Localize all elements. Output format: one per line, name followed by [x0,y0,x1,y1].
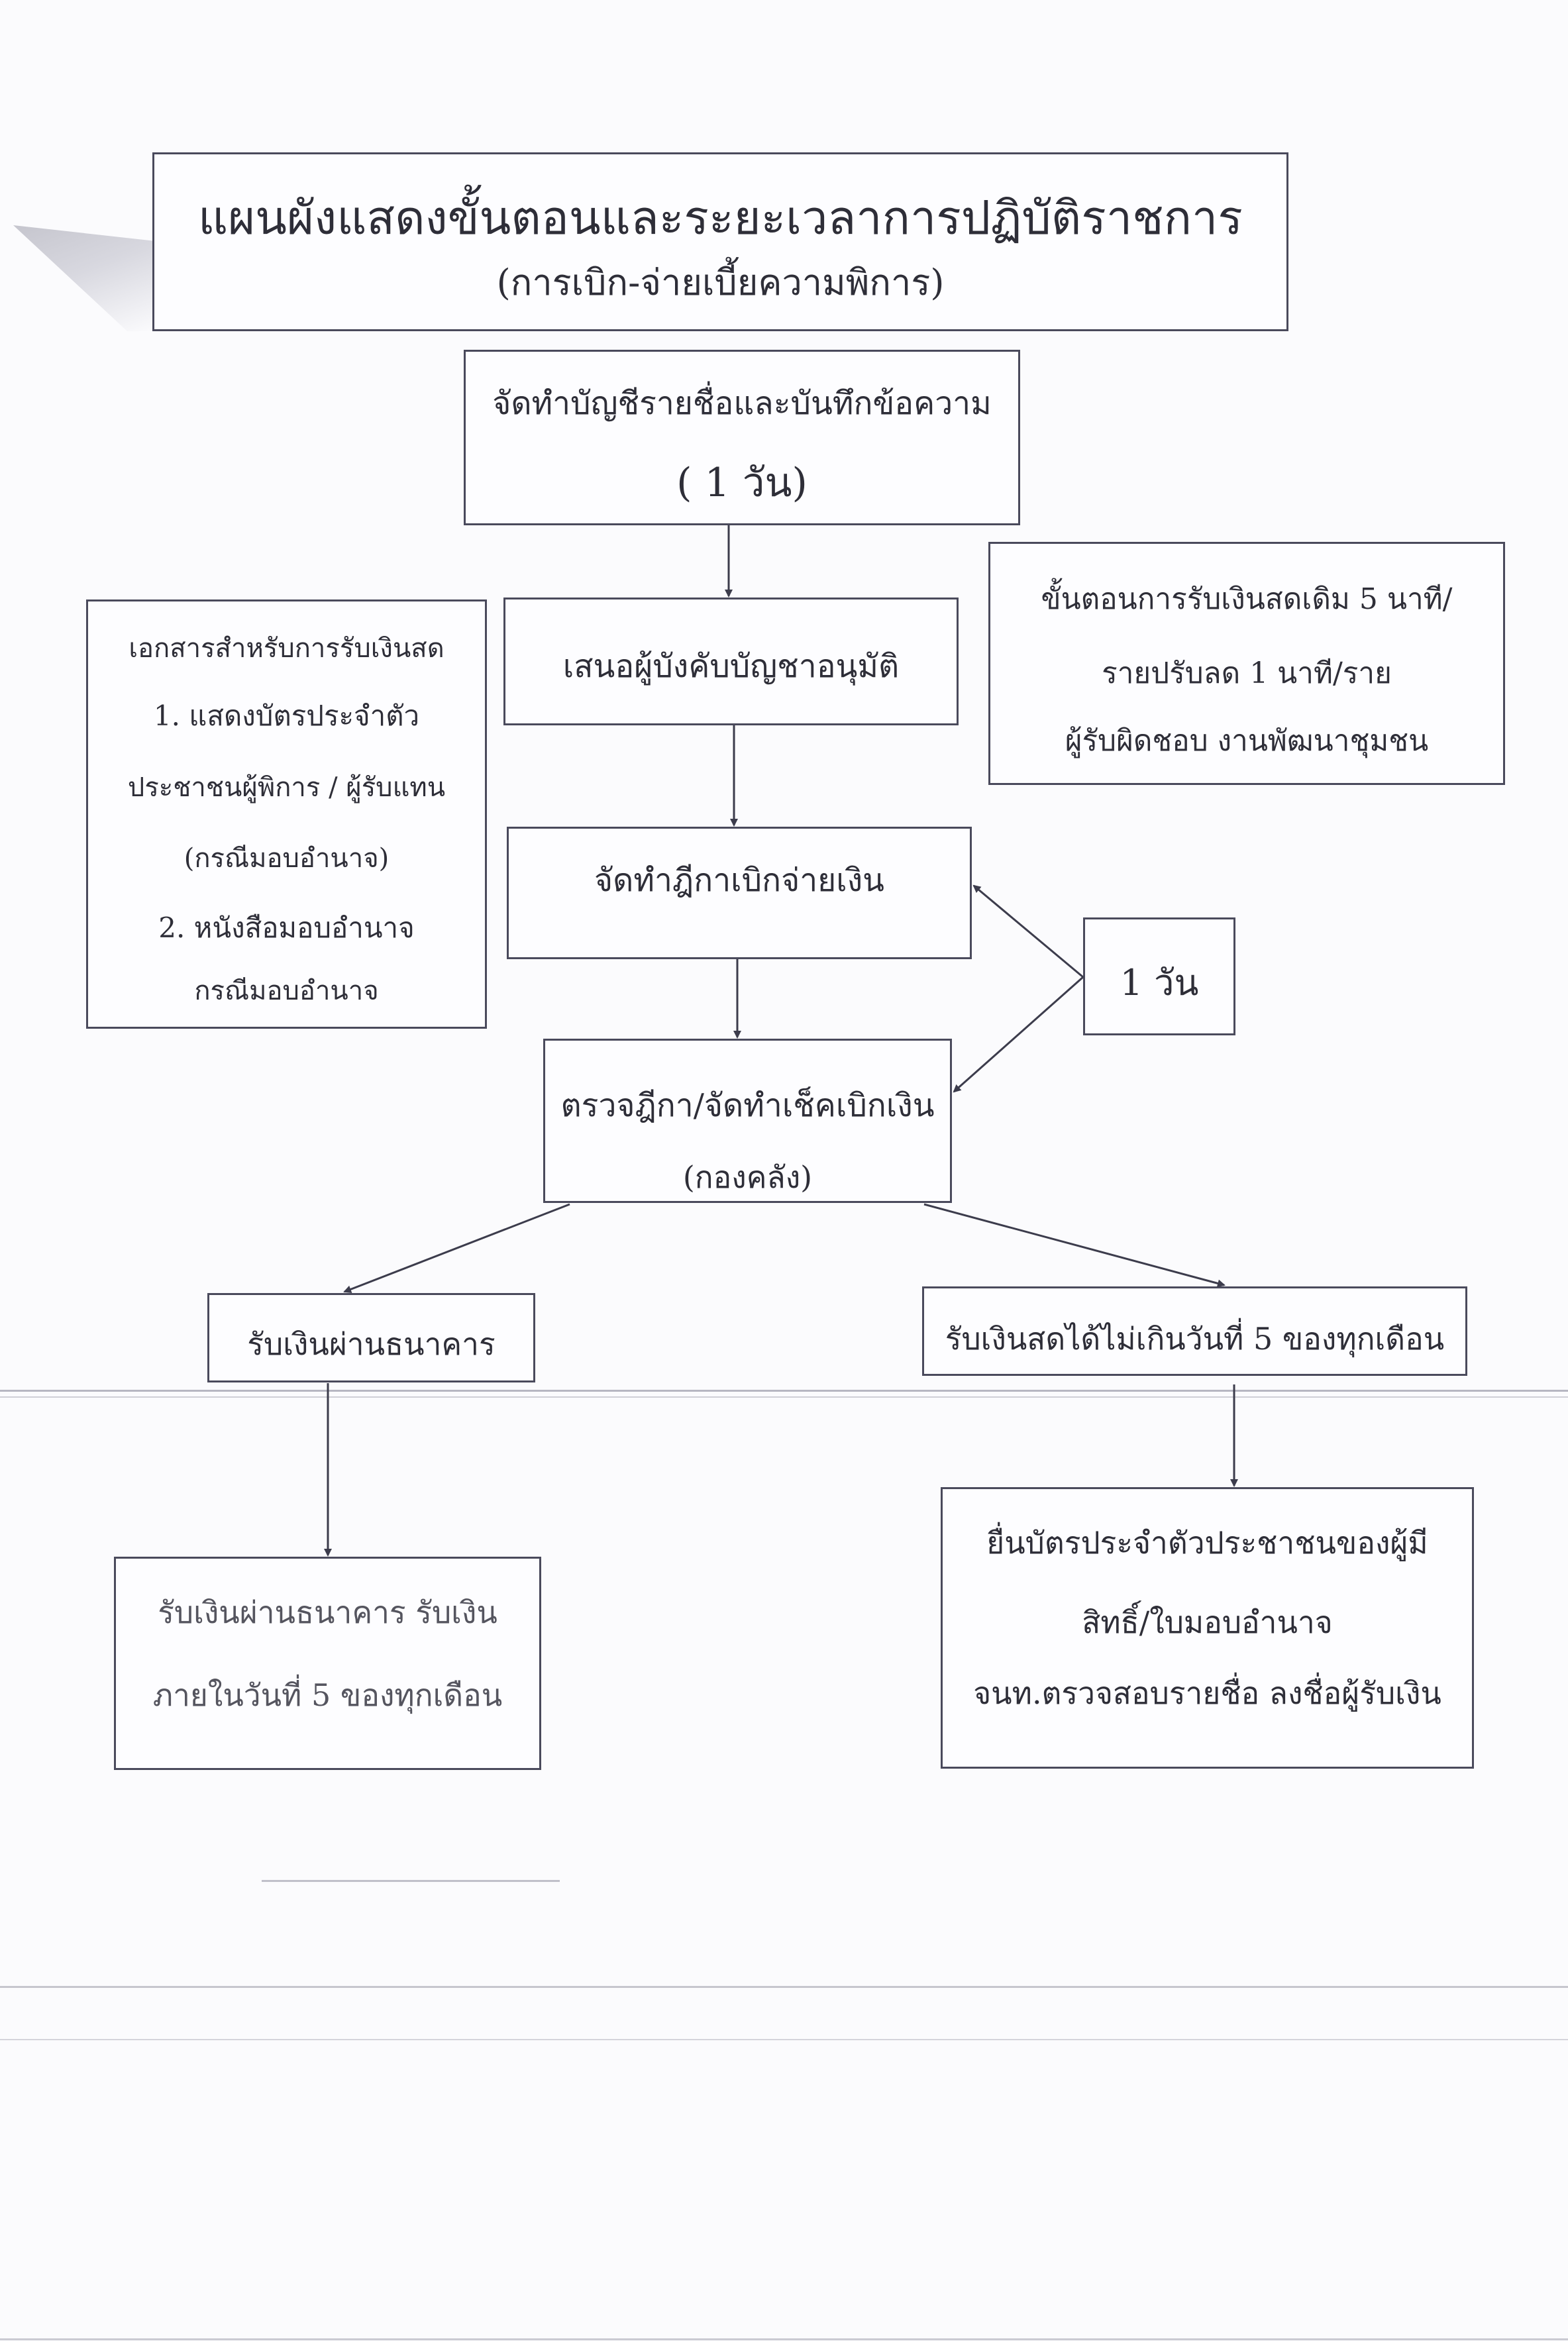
step-payment-voucher: จัดทำฎีกาเบิกจ่ายเงิน [507,827,972,959]
cash-detail-line-2: สิทธิ์/ใบมอบอำนาจ [1082,1604,1333,1640]
timing-responsible: ผู้รับผิดชอบ งานพัฒนาชุมชน [1065,724,1429,758]
bank-payment-label: รับเงินผ่านธนาคาร [247,1326,496,1362]
step-approval: เสนอผู้บังคับบัญชาอนุมัติ [503,598,959,725]
timing-line-2: รายปรับลด 1 นาที/ราย [1102,656,1392,690]
documents-item-1: 1. แสดงบัตรประจำตัว [153,700,420,732]
bank-detail-box: รับเงินผ่านธนาคาร รับเงิน ภายในวันที่ 5 … [114,1557,541,1770]
page-subtitle: (การเบิก-จ่ายเบี้ยความพิการ) [496,262,945,303]
title-box: แผนผังแสดงขั้นตอนและระยะเวลาการปฏิบัติรา… [152,152,1288,331]
step-check-voucher-dept: (กองคลัง) [682,1159,813,1195]
duration-label: 1 วัน [1120,962,1199,1004]
documents-item-1-detail: ประชาชนผู้พิการ / ผู้รับแทน [127,772,446,803]
documents-box: เอกสารสำหรับการรับเงินสด 1. แสดงบัตรประจ… [86,599,487,1029]
arrow-duration-to-step3 [972,884,1084,978]
step-prepare-list: จัดทำบัญชีรายชื่อและบันทึกข้อความ ( 1 วั… [464,350,1020,525]
scan-line [0,1396,1568,1398]
arrow-step4-to-cash [923,1203,1226,1288]
scan-line [0,2338,1568,2340]
step-check-voucher: ตรวจฎีกา/จัดทำเช็คเบิกเงิน (กองคลัง) [543,1039,952,1203]
arrow-step4-to-bank [343,1203,570,1293]
bank-payment-box: รับเงินผ่านธนาคาร [207,1293,535,1382]
scan-line [0,1390,1568,1392]
cash-detail-box: ยื่นบัตรประจำตัวประชาชนของผู้มี สิทธิ์/ใ… [941,1487,1474,1769]
documents-item-1-note: (กรณีมอบอำนาจ) [183,843,390,874]
timing-box: ขั้นตอนการรับเงินสดเดิม 5 นาที/ รายปรับล… [988,542,1505,785]
step-prepare-list-duration: ( 1 วัน) [676,460,808,506]
step-check-voucher-label: ตรวจฎีกา/จัดทำเช็คเบิกเงิน [560,1087,935,1124]
cash-detail-line-1: ยื่นบัตรประจำตัวประชาชนของผู้มี [986,1525,1428,1561]
duration-box: 1 วัน [1083,917,1235,1035]
step-approval-label: เสนอผู้บังคับบัญชาอนุมัติ [562,648,900,685]
cash-payment-box: รับเงินสดได้ไม่เกินวันที่ 5 ของทุกเดือน [922,1286,1467,1376]
scan-line [0,2039,1568,2040]
bank-detail-line-1: รับเงินผ่านธนาคาร รับเงิน [158,1594,497,1630]
cash-detail-line-3: จนท.ตรวจสอบรายชื่อ ลงชื่อผู้รับเงิน [973,1675,1441,1711]
cash-payment-label: รับเงินสดได้ไม่เกินวันที่ 5 ของทุกเดือน [945,1321,1445,1357]
timing-line-1: ขั้นตอนการรับเงินสดเดิม 5 นาที/ [1041,582,1453,616]
page-title: แผนผังแสดงขั้นตอนและระยะเวลาการปฏิบัติรา… [198,191,1243,245]
step-payment-voucher-label: จัดทำฎีกาเบิกจ่ายเงิน [594,862,884,899]
documents-item-2: 2. หนังสือมอบอำนาจ [158,911,415,944]
scan-line [0,1986,1568,1988]
arrow-duration-to-step4 [953,976,1084,1093]
step-prepare-list-label: จัดทำบัญชีรายชื่อและบันทึกข้อความ [492,385,992,422]
documents-item-2-detail: กรณีมอบอำนาจ [194,976,379,1006]
bank-detail-line-2: ภายในวันที่ 5 ของทุกเดือน [152,1677,503,1713]
documents-heading: เอกสารสำหรับการรับเงินสด [129,633,444,664]
scan-line [262,1880,560,1882]
scan-shadow [13,225,156,331]
